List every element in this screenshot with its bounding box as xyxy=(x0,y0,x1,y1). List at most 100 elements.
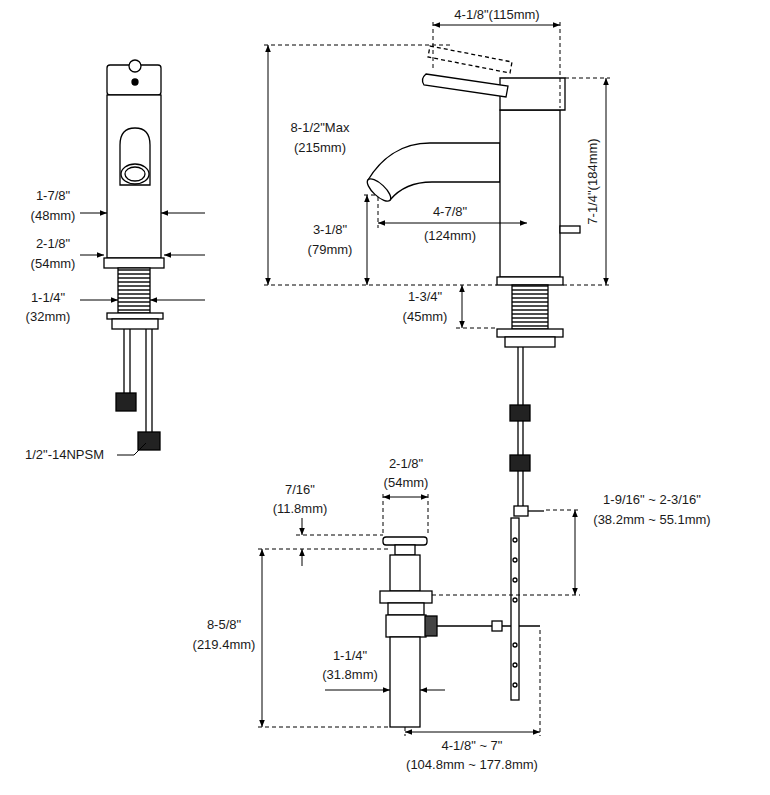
front-view-dimensions-part xyxy=(161,213,205,214)
pop-up-drain-part xyxy=(388,603,424,615)
dimension-label: 2-1/8" xyxy=(36,236,70,251)
drain-dimensions-part xyxy=(420,690,445,691)
pop-up-drain-part xyxy=(513,578,517,582)
dimension-label: 1/2"-14NPSM xyxy=(25,447,104,462)
drain-dimensions-part xyxy=(540,630,541,736)
drain-dimensions-part xyxy=(432,595,580,596)
front-view-faucet-part xyxy=(132,79,138,85)
front-view-faucet-part xyxy=(121,164,149,184)
side-view-faucet-part xyxy=(510,405,530,421)
drain-dimensions-part xyxy=(546,510,580,511)
front-view-faucet-part xyxy=(104,258,164,268)
pop-up-drain-part xyxy=(513,663,517,667)
dimension-label: 4-1/8"(115mm) xyxy=(454,7,539,22)
side-view-dimensions-part xyxy=(364,195,376,196)
side-view-dimensions-part xyxy=(462,285,463,328)
front-view-faucet-part xyxy=(116,393,136,411)
front-view-dimensions xyxy=(80,213,205,455)
side-view-faucet-part xyxy=(517,347,518,512)
dimension-label: 1-7/8" xyxy=(36,188,70,203)
pop-up-drain-part xyxy=(386,615,426,637)
pop-up-drain-part xyxy=(390,555,420,591)
dimension-label: 4-7/8" xyxy=(433,204,467,219)
side-view-faucet-part xyxy=(497,329,563,337)
side-view-dimensions xyxy=(264,22,610,328)
pop-up-drain-part xyxy=(390,637,420,727)
dimension-label: (104.8mm ~ 177.8mm) xyxy=(406,757,538,772)
side-view-dimensions-part xyxy=(565,78,610,79)
front-view-faucet-part xyxy=(145,329,146,432)
pop-up-drain-part xyxy=(513,683,517,687)
dimension-label: 3-1/8" xyxy=(313,222,347,237)
dimension-label: (38.2mm ~ 55.1mm) xyxy=(593,512,710,527)
pop-up-drain xyxy=(380,518,540,727)
front-view-dimensions-part xyxy=(80,213,107,214)
front-view-faucet-part xyxy=(120,128,150,185)
front-view-faucet-part xyxy=(123,329,124,393)
dimension-label: (45mm) xyxy=(403,309,448,324)
pop-up-drain-part xyxy=(380,591,432,603)
pop-up-drain-part xyxy=(437,625,540,626)
dimension-label: (54mm) xyxy=(384,475,429,490)
drain-dimensions-part xyxy=(428,494,429,535)
pop-up-drain-part xyxy=(511,518,519,700)
drain-dimensions-part xyxy=(258,549,390,550)
front-view-faucet-part xyxy=(107,313,163,319)
front-view-faucet-part xyxy=(151,329,152,432)
drain-dimensions-part xyxy=(325,690,390,691)
side-view-dimensions-part xyxy=(378,223,527,224)
dimension-label: 1-1/4" xyxy=(333,648,367,663)
front-view-dimensions-part xyxy=(150,300,205,301)
drain-dimensions-part xyxy=(258,727,390,728)
side-view-faucet-part xyxy=(514,506,528,516)
side-view-dimensions-part xyxy=(456,328,497,329)
side-view-faucet-part xyxy=(512,285,548,329)
front-view-faucet-part xyxy=(118,268,150,313)
front-view-dimensions-part xyxy=(80,300,118,301)
front-view-faucet-part xyxy=(107,95,161,258)
dimension-label: (54mm) xyxy=(31,256,76,271)
side-view-faucet-part xyxy=(505,337,555,347)
front-view-faucet-part xyxy=(125,167,145,181)
side-view-dimensions-part xyxy=(606,78,607,285)
drain-dimensions-part xyxy=(262,549,263,727)
side-view-dimensions-part xyxy=(433,25,560,26)
drain-dimensions-part xyxy=(296,535,383,536)
side-view-dimensions-part xyxy=(367,195,368,285)
dimension-label: 7-1/4"(184mm) xyxy=(584,138,599,224)
side-view-faucet-part xyxy=(560,226,580,233)
dimension-label: 1-3/4" xyxy=(408,289,442,304)
dimension-label: (124mm) xyxy=(424,228,476,243)
pop-up-drain-part xyxy=(513,643,517,647)
pop-up-drain-part xyxy=(513,538,517,542)
side-view-dimensions-part xyxy=(563,285,610,286)
dimension-label: (79mm) xyxy=(308,242,353,257)
side-view-faucet-part xyxy=(422,74,508,97)
front-view-faucet-part xyxy=(112,319,158,329)
side-view-faucet-part xyxy=(497,277,563,285)
drain-dimensions-part xyxy=(405,732,540,733)
drain-dimensions-part xyxy=(302,518,303,535)
pop-up-drain-part xyxy=(513,598,517,602)
dimension-label: (11.8mm) xyxy=(273,501,328,516)
dimension-label: (219.4mm) xyxy=(193,637,256,652)
front-view-faucet xyxy=(104,60,164,450)
pop-up-drain-part xyxy=(383,537,427,545)
drain-dimensions xyxy=(258,494,580,736)
dimension-label: 8-1/2"Max xyxy=(291,120,350,135)
front-view-dimensions-part xyxy=(117,443,146,455)
pop-up-drain-part xyxy=(425,616,437,636)
side-view-faucet-part xyxy=(528,510,544,511)
drain-dimensions-part xyxy=(383,494,384,535)
pop-up-drain-part xyxy=(395,545,415,555)
dimension-label: 2-1/8" xyxy=(389,456,423,471)
dimension-label: 1-1/4" xyxy=(31,290,65,305)
side-view-dimensions-part xyxy=(268,45,269,285)
front-view-dimensions-part xyxy=(80,255,104,256)
side-view-faucet-part xyxy=(428,46,512,73)
pop-up-drain-part xyxy=(513,558,517,562)
dimension-label: 7/16" xyxy=(285,482,315,497)
pop-up-drain-part xyxy=(492,621,502,631)
